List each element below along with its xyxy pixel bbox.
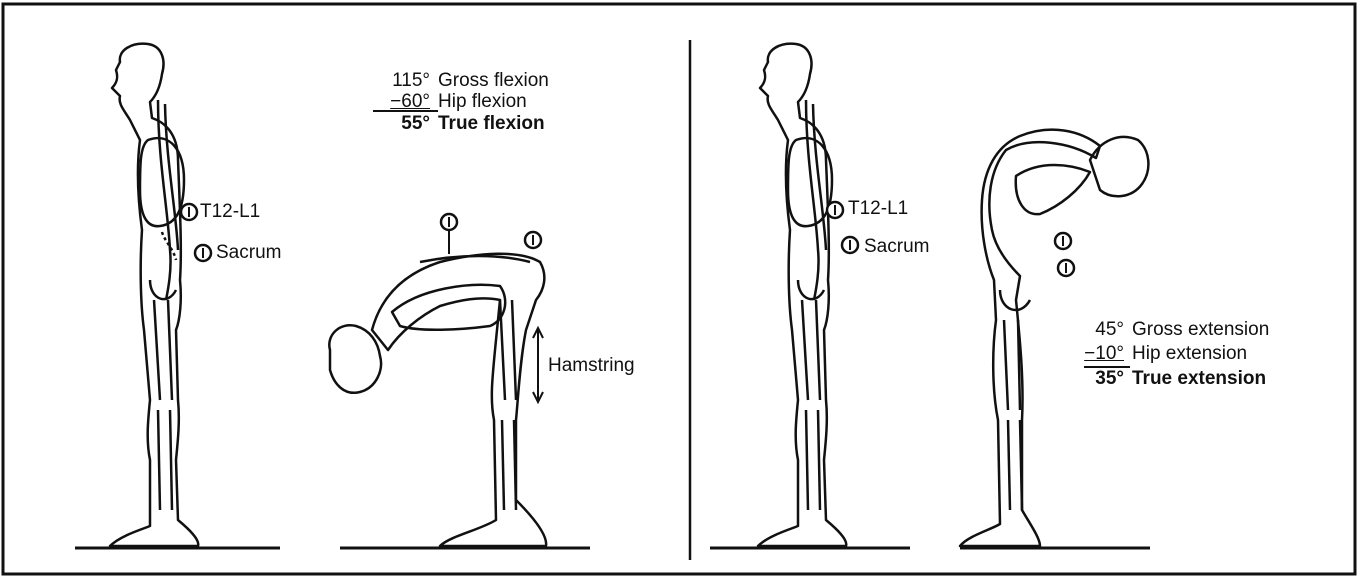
figure-standing-2 [758, 44, 846, 546]
label-sacrum-flexion: Sacrum [216, 242, 281, 264]
measure-gross-extension: 45°Gross extension [1080, 319, 1269, 341]
figure-frame [3, 4, 1355, 574]
marker-sacrum-flexion [195, 245, 211, 261]
marker-sacrum-extended [1058, 260, 1074, 276]
marker-sacrum-extension [842, 237, 858, 253]
label-sacrum-extension: Sacrum [864, 236, 929, 258]
marker-t12-flexion [181, 204, 197, 220]
hamstring-arrow [533, 328, 543, 402]
marker-t12-extended [1055, 233, 1071, 249]
measure-hip-flexion: −60°Hip flexion [378, 91, 527, 113]
measure-true-extension: 35°True extension [1080, 368, 1266, 390]
label-t12-flexion: T12-L1 [200, 201, 260, 223]
marker-t12-extension [827, 202, 843, 218]
measure-hip-extension: −10°Hip extension [1080, 343, 1247, 365]
label-hamstring: Hamstring [548, 355, 635, 377]
figure-flexed [329, 254, 546, 546]
figure-standing-1 [110, 44, 198, 546]
measure-gross-flexion: 115°Gross flexion [378, 70, 549, 92]
marker-t12-flexed [441, 214, 457, 230]
measure-true-flexion: 55°True flexion [378, 113, 545, 135]
marker-sacrum-flexed [525, 232, 541, 248]
label-t12-extension: T12-L1 [848, 198, 908, 220]
